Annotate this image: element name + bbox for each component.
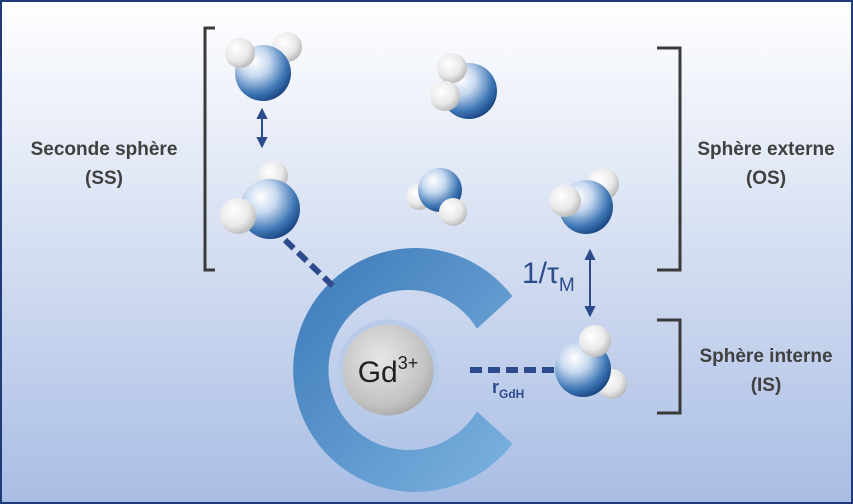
water-molecule <box>549 168 619 234</box>
second-sphere-exchange-arrow <box>256 107 268 149</box>
second-sphere-abbr: (SS) <box>85 168 123 189</box>
outer-sphere-label: Sphère externe <box>697 139 834 160</box>
gd-label: Gd3+ <box>358 353 419 389</box>
ligand-ring <box>293 248 513 492</box>
water-molecule <box>555 325 627 399</box>
second-sphere-dashed-bond <box>282 237 338 291</box>
outer-sphere-bracket <box>657 46 682 272</box>
water-molecule <box>220 161 300 239</box>
water-molecule <box>406 168 467 226</box>
gd-symbol: Gd <box>358 356 398 389</box>
exchange-rate-label: 1/τM <box>522 257 575 296</box>
gd-charge: 3+ <box>398 353 419 373</box>
inner-sphere-bracket <box>657 318 682 415</box>
inner-sphere-abbr: (IS) <box>751 375 782 396</box>
rate-prefix: 1/ <box>522 257 548 290</box>
gd-ion <box>337 319 439 421</box>
water-molecule <box>225 32 302 101</box>
outer-sphere-abbr: (OS) <box>746 168 786 189</box>
water-molecule <box>430 53 497 119</box>
distance-subscript: GdH <box>499 387 524 401</box>
rate-tau: τ <box>547 257 559 290</box>
distance-base: r <box>492 377 499 397</box>
rate-subscript: M <box>559 275 575 296</box>
exchange-rate-arrow <box>584 248 596 318</box>
distance-label: rGdH <box>492 377 524 401</box>
second-sphere-bracket <box>203 26 215 272</box>
second-sphere-label: Seconde sphère <box>31 139 178 160</box>
inner-sphere-label: Sphère interne <box>699 346 832 367</box>
